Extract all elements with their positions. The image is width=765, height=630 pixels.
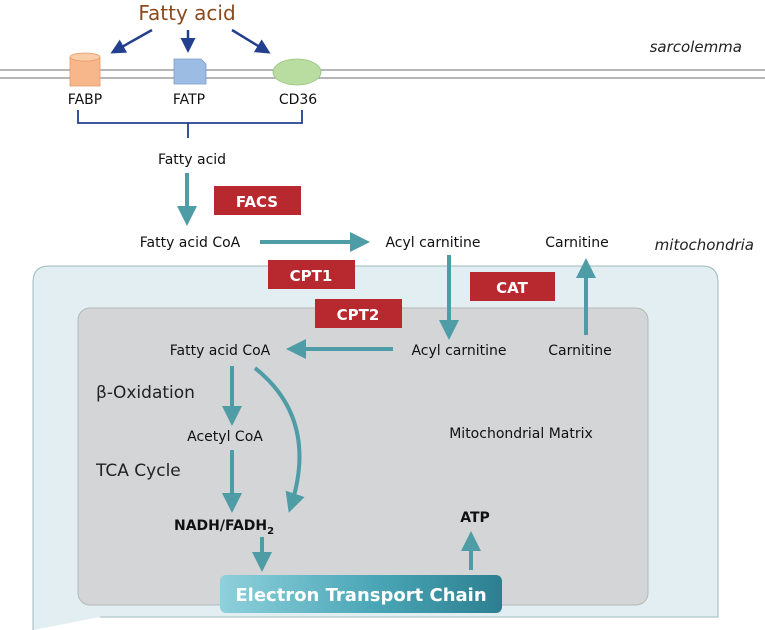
transporter-bracket [77, 110, 303, 138]
facs-enzyme-box [214, 186, 301, 215]
fatp-transporter-icon [173, 58, 207, 85]
electron-transport-chain-label: Electron Transport Chain [235, 585, 486, 606]
cd36-label: CD36 [279, 92, 317, 108]
tca-cycle-label: TCA Cycle [95, 461, 181, 481]
facs-label: FACS [236, 193, 278, 211]
nadh-fadh2-label: NADH/FADH2 [174, 518, 274, 537]
matrix-fatty-acid-coa: Fatty acid CoA [170, 343, 271, 359]
sarcolemma-label: sarcolemma [650, 38, 742, 56]
nadh-fadh-text: NADH/FADH [174, 518, 267, 534]
beta-oxidation-label: β-Oxidation [96, 383, 195, 403]
atp-label: ATP [460, 510, 490, 526]
arrow-to-cd36 [231, 28, 271, 54]
cd36-transporter-icon [272, 58, 322, 86]
matrix-carnitine: Carnitine [548, 343, 612, 359]
cpt1-enzyme-box [268, 260, 355, 289]
acetyl-coa-label: Acetyl CoA [187, 429, 263, 445]
cytosol-acyl-carnitine: Acyl carnitine [385, 235, 480, 251]
arrow-coa-to-nadh-curve [253, 366, 305, 513]
cpt2-label: CPT2 [337, 306, 380, 324]
mitochondrial-matrix-label: Mitochondrial Matrix [449, 426, 593, 442]
fatp-label: FATP [173, 92, 205, 108]
cytosol-fatty-acid: Fatty acid [158, 152, 226, 168]
cytosol-fatty-acid-coa: Fatty acid CoA [140, 235, 241, 251]
arrow-to-fabp [110, 28, 153, 54]
cpt2-enzyme-box [315, 299, 402, 328]
cat-label: CAT [496, 279, 528, 297]
cat-enzyme-box [470, 272, 555, 301]
cytosol-carnitine: Carnitine [545, 235, 609, 251]
extracellular-fatty-acid: Fatty acid [138, 1, 235, 25]
fabp-transporter-icon [69, 52, 101, 87]
cpt1-label: CPT1 [290, 267, 333, 285]
nadh-fadh-subscript: 2 [267, 526, 274, 537]
electron-transport-chain-bar [220, 575, 502, 613]
mitochondria-label: mitochondria [655, 236, 754, 254]
fabp-label: FABP [68, 92, 102, 108]
matrix-acyl-carnitine: Acyl carnitine [411, 343, 506, 359]
